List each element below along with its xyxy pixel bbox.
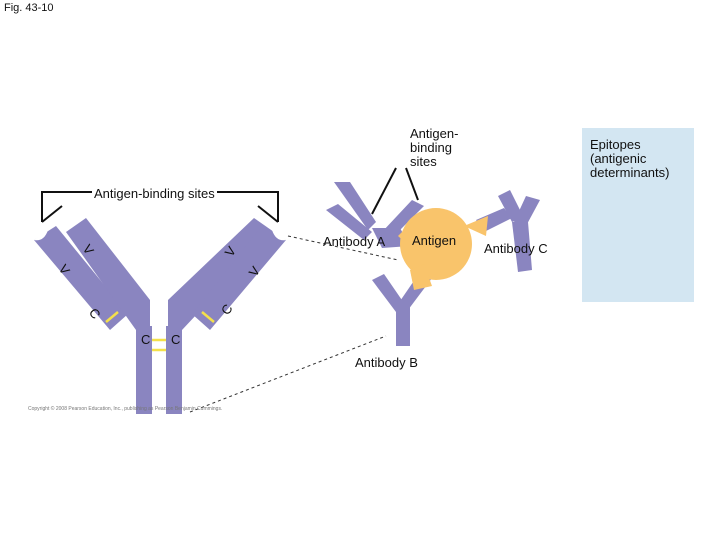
right-light-chain (192, 226, 286, 330)
figure-label: Fig. 43-10 (4, 2, 54, 14)
disulfide-bonds (105, 311, 215, 352)
antigen-binding-sites-label: Antigen-binding sites (92, 186, 217, 201)
antibody-a (326, 182, 424, 248)
right-stem (166, 326, 182, 414)
c-label-left-heavy: C (141, 332, 151, 347)
copyright-text: Copyright © 2008 Pearson Education, Inc.… (28, 406, 223, 412)
binding-site-pointers (371, 167, 419, 215)
antigen-binding-sites-top-label: Antigen- binding sites (410, 126, 459, 169)
left-stem (136, 326, 152, 414)
antibody-c-label: Antibody C (484, 241, 548, 256)
antigen-label: Antigen (412, 233, 457, 248)
epitope-panel (582, 128, 694, 302)
c-label-right-heavy: C (171, 332, 181, 347)
large-antibody (34, 218, 286, 414)
zoom-lines (189, 235, 399, 413)
left-heavy-chain (66, 218, 150, 330)
antibody-b-label: Antibody B (355, 355, 418, 370)
antigen-blob (398, 208, 488, 290)
left-light-chain (34, 226, 128, 330)
antibody-a-label: Antibody A (323, 234, 386, 249)
epitopes-title: Epitopes (antigenic determinants) (590, 137, 670, 180)
